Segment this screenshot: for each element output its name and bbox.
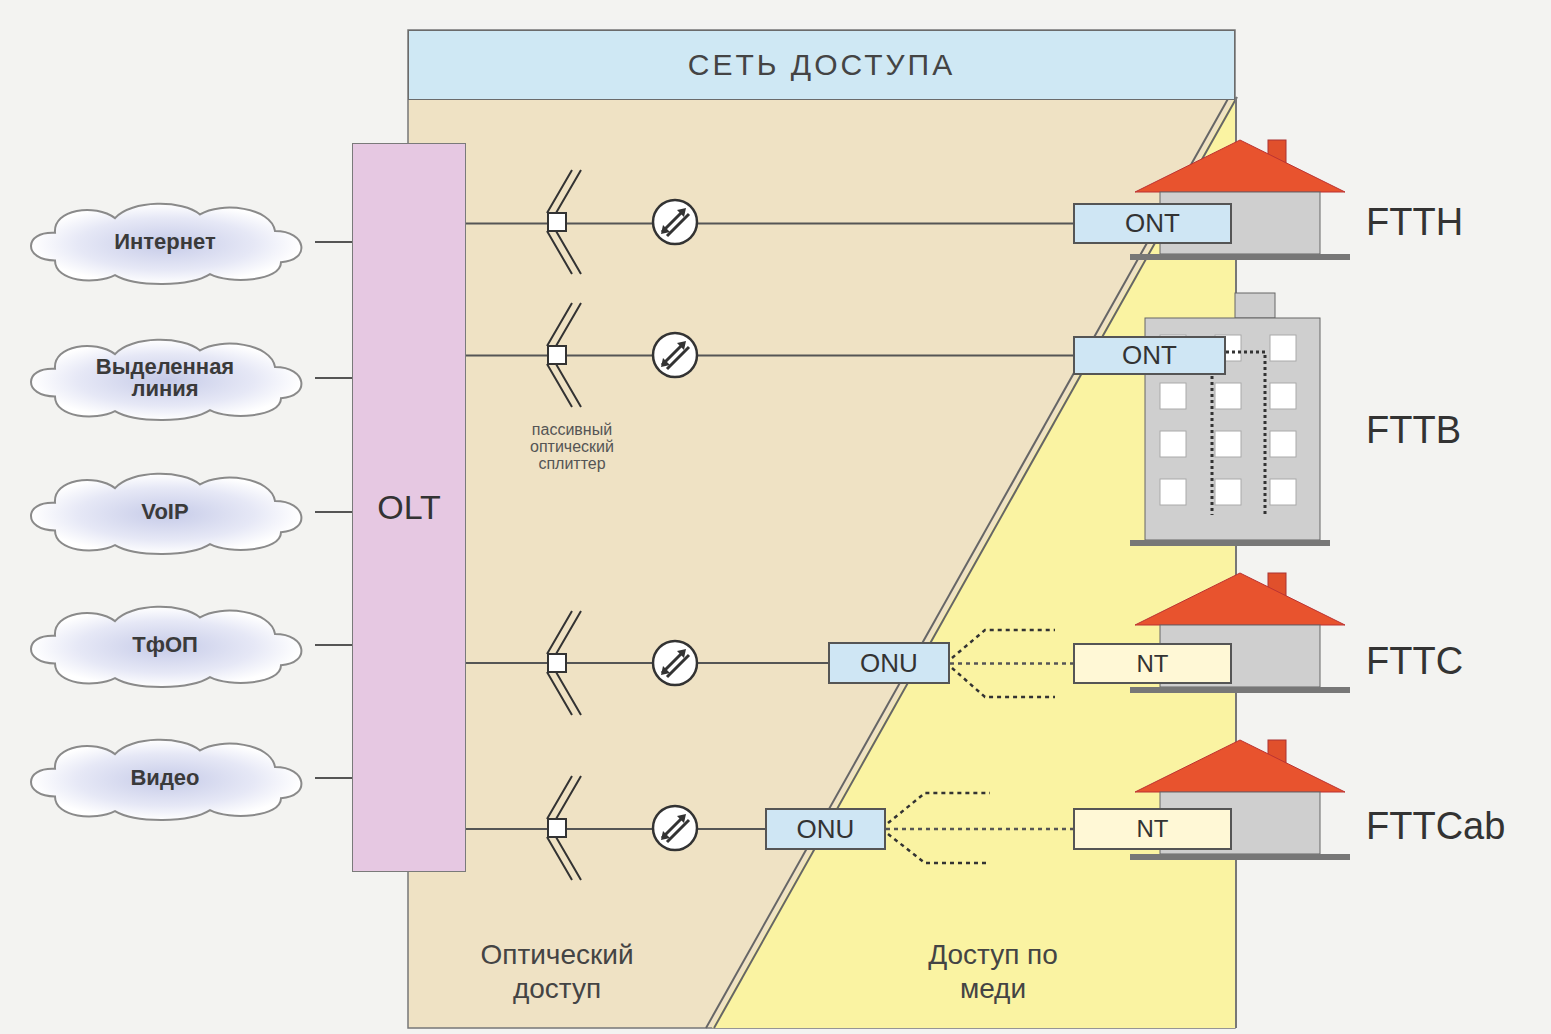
building-fttb [1215, 431, 1241, 457]
service-cloud: ТфОП [15, 599, 315, 691]
optical-connector-symbol [661, 814, 686, 840]
building-fttb [1270, 383, 1296, 409]
optical-connector-symbol [661, 341, 686, 367]
optical-connector-symbol [653, 200, 697, 244]
divider-line [714, 97, 1237, 1028]
optical-connector-symbol [653, 641, 697, 685]
region-label: Оптический доступ [447, 938, 667, 1005]
building-fttb [1130, 540, 1330, 546]
building-fttb [1270, 335, 1296, 361]
copper-branches [952, 668, 1055, 697]
service-cloud: Выделенная линия [15, 332, 315, 424]
splitter-symbol [548, 213, 566, 231]
copper-link [950, 662, 1073, 665]
building-fttb [1130, 293, 1330, 546]
node-text: ONU [797, 814, 855, 845]
copper-branches [952, 630, 1055, 658]
building-fttb [1270, 479, 1296, 505]
node-text: Интернет [114, 231, 216, 253]
optical-connector-symbol [653, 333, 697, 377]
link-line [315, 377, 352, 379]
house-fttcab [1130, 740, 1350, 860]
node-text: ONT [1122, 340, 1177, 371]
splitter-symbol [547, 776, 581, 880]
access-type-label: FTTCab [1366, 804, 1546, 850]
access-type-label: FTTC [1366, 639, 1536, 685]
optical-connector-symbol [661, 208, 686, 234]
splitter-symbol [548, 654, 566, 672]
link-line [315, 241, 352, 243]
link-line [315, 644, 352, 646]
house-fttcab [1130, 854, 1350, 860]
optical-connector-symbol [653, 333, 697, 377]
house-fttc [1135, 573, 1345, 625]
service-cloud: VoIP [15, 466, 315, 558]
splitter-symbol [547, 611, 581, 715]
splitter-symbol [547, 303, 581, 407]
building-fttb [1215, 383, 1241, 409]
node-text: Выделенная линия [80, 356, 250, 400]
building-fttb [1215, 479, 1241, 505]
optical-connector-symbol [653, 641, 697, 685]
splitter-label: пассивный оптический сплиттер [512, 422, 632, 472]
ont-box: ONT [1073, 203, 1232, 244]
copper-link [886, 828, 1073, 831]
node-text: ONU [860, 648, 918, 679]
olt-box: OLT [352, 143, 466, 872]
building-fttb [1235, 293, 1275, 318]
optical-connector-symbol [661, 649, 686, 675]
nt-box: NT [1073, 643, 1232, 684]
access-type-label: FTTB [1366, 408, 1536, 454]
node-text: ONT [1125, 208, 1180, 239]
link-line [315, 777, 352, 779]
access-type-label: FTTH [1366, 200, 1536, 246]
house-ftth [1130, 254, 1350, 260]
link-line [466, 828, 765, 830]
splitter-symbol [547, 170, 581, 274]
copper-branches [888, 834, 990, 863]
node-text: ТфОП [132, 634, 198, 656]
splitter-symbol [547, 611, 581, 715]
ont-box: ONT [1073, 336, 1226, 375]
service-cloud: Интернет [15, 196, 315, 288]
building-fttb [1160, 431, 1186, 457]
node-text: OLT [377, 488, 441, 527]
node-text: VoIP [141, 501, 188, 523]
optical-connector-symbol [653, 806, 697, 850]
optical-connector-symbol [653, 200, 697, 244]
splitter-symbol [548, 346, 566, 364]
node-text: Видео [130, 767, 199, 789]
house-fttc [1130, 687, 1350, 693]
service-cloud: Видео [15, 732, 315, 824]
nt-box: NT [1073, 808, 1232, 850]
splitter-symbol [547, 303, 581, 407]
splitter-symbol [547, 170, 581, 274]
node-text: СЕТЬ ДОСТУПА [688, 48, 955, 82]
splitter-symbol [547, 776, 581, 880]
optical-region [408, 30, 1235, 1028]
house-fttc [1130, 573, 1350, 693]
node-text: NT [1137, 815, 1169, 843]
splitter-symbol [548, 819, 566, 837]
building-fttb [1270, 431, 1296, 457]
region-label: Доступ по меди [893, 938, 1093, 1005]
building-fttb [1212, 352, 1265, 515]
title-band: СЕТЬ ДОСТУПА [408, 30, 1235, 100]
building-fttb [1160, 479, 1186, 505]
copper-region [712, 97, 1235, 1028]
onu-box: ONU [765, 808, 886, 850]
house-fttcab [1135, 740, 1345, 792]
link-line [315, 511, 352, 513]
node-text: NT [1137, 650, 1169, 678]
divider-line [706, 97, 1229, 1028]
link-line [466, 662, 828, 664]
onu-box: ONU [828, 642, 950, 684]
building-fttb [1160, 383, 1186, 409]
optical-connector-symbol [653, 806, 697, 850]
house-ftth [1135, 140, 1345, 192]
copper-branches [888, 793, 990, 823]
